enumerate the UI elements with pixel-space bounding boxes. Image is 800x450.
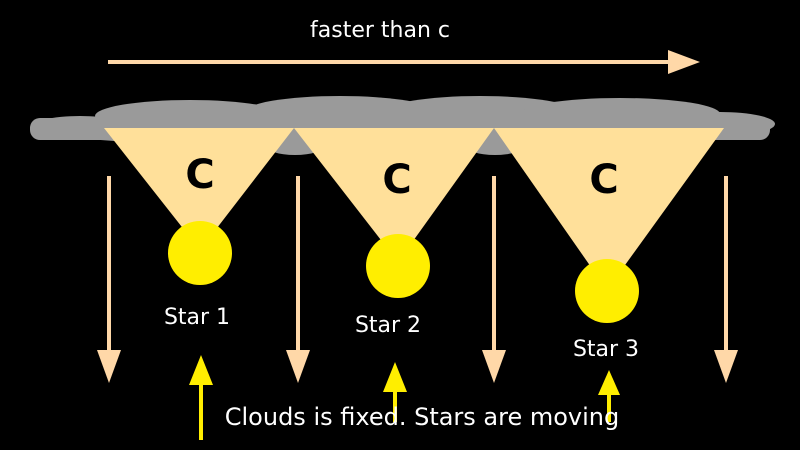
down-arrow-4 [714, 176, 738, 383]
up-arrow-2 [383, 362, 407, 422]
star-1-label: Star 1 [164, 305, 230, 330]
up-arrows [189, 355, 620, 440]
caption: Clouds is fixed. Stars are moving [225, 403, 620, 431]
star-1 [168, 221, 232, 285]
star-2 [366, 234, 430, 298]
down-arrow-1 [97, 176, 121, 383]
down-arrows [97, 176, 738, 383]
star-2-label: Star 2 [355, 313, 421, 338]
top-arrow [108, 50, 700, 74]
down-arrow-3 [482, 176, 506, 383]
beam-2 [294, 128, 494, 262]
beam-2-label: C [382, 157, 411, 203]
top-label: faster than c [310, 18, 450, 43]
beam-1 [104, 128, 294, 250]
up-arrow-3 [598, 370, 620, 422]
beam-3-label: C [589, 157, 618, 203]
star-3-label: Star 3 [573, 337, 639, 362]
up-arrow-1 [189, 355, 213, 440]
down-arrow-2 [286, 176, 310, 383]
beam-3 [494, 128, 724, 290]
light-beams [104, 128, 724, 290]
beam-1-label: C [185, 152, 214, 198]
star-3 [575, 259, 639, 323]
